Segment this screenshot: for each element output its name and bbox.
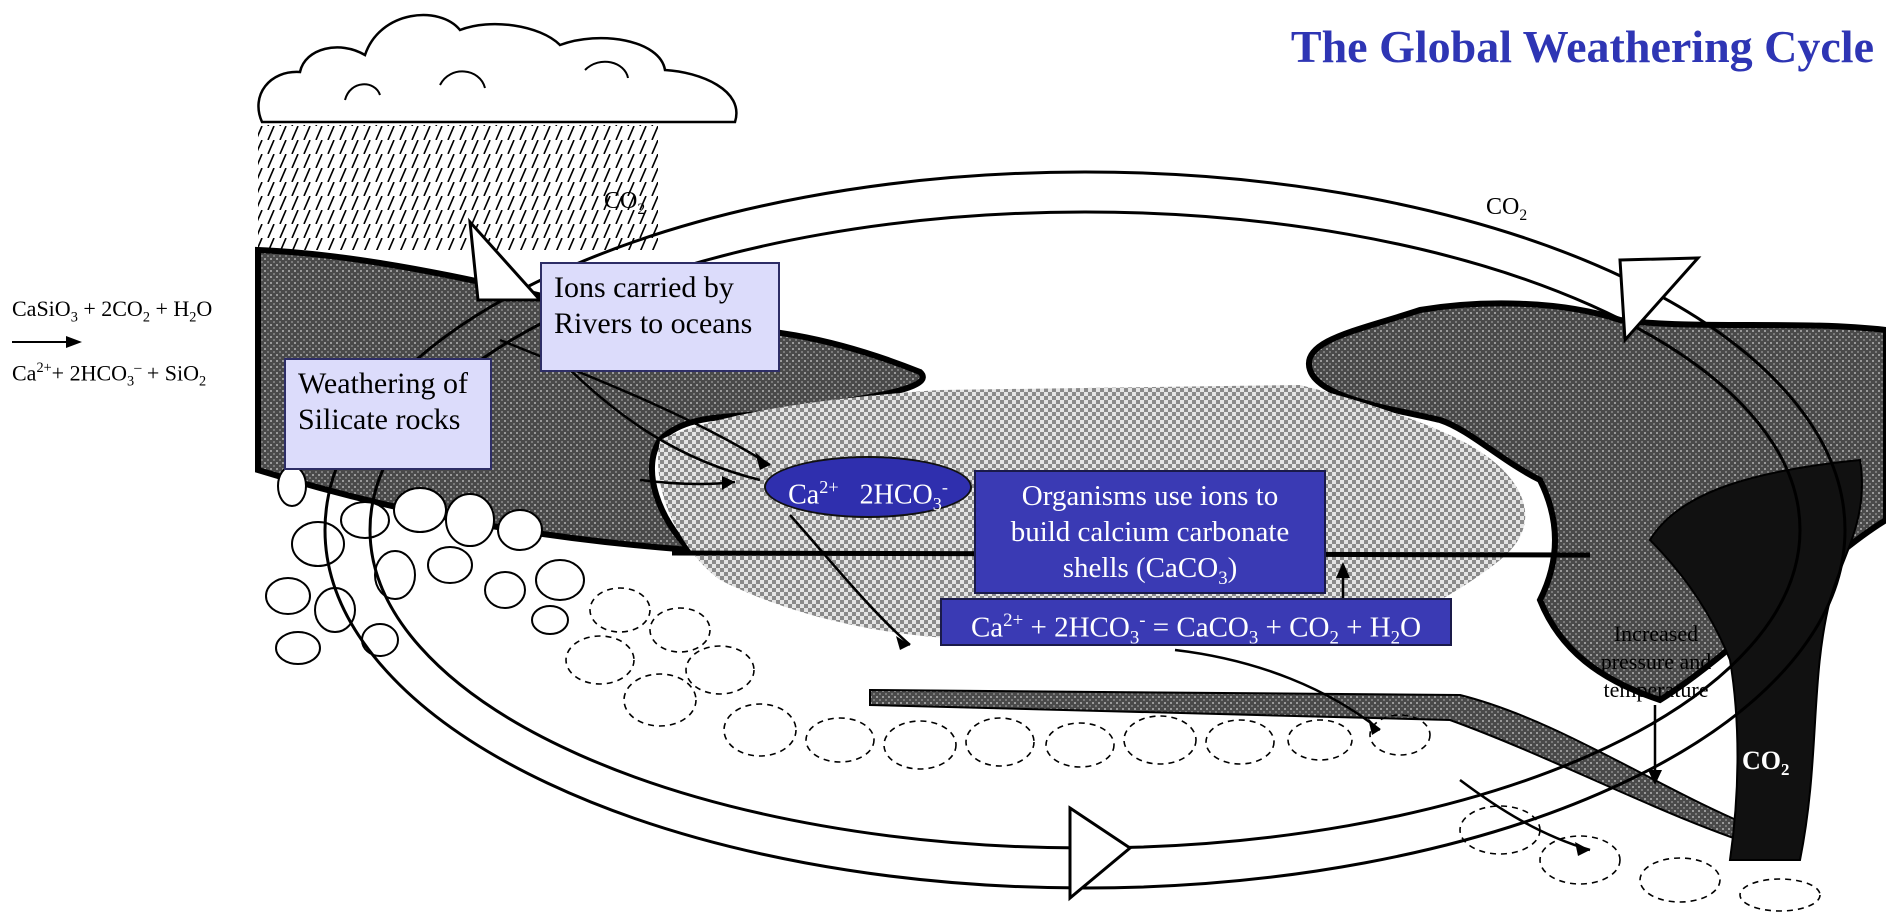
cycle-ring-outer: [323, 170, 1847, 890]
page-title: The Global Weathering Cycle: [1290, 21, 1874, 72]
rx-sub: 3: [1129, 627, 1140, 649]
silicate-equation-products: Ca2++ 2HCO3– + SiO2: [12, 360, 206, 391]
ion-sup: -: [941, 477, 948, 497]
eq-sub: 2: [142, 309, 150, 326]
rx-text: Ca: [970, 611, 1004, 644]
eq-sub: 2: [189, 309, 197, 326]
weathering-box: Weathering of Silicate rocks: [284, 358, 492, 470]
box-line: shells (CaCO3): [976, 550, 1324, 597]
box-line: Organisms use ions to: [1021, 480, 1279, 512]
box-line: build calcium carbonate: [1010, 516, 1290, 548]
rivers-box: Ions carried by Rivers to oceans: [540, 262, 780, 372]
reaction-box: Ca2+ + 2HCO3- = CaCO3 + CO2 + H2O: [940, 598, 1452, 649]
cycle-arrow-bottom: [1068, 805, 1133, 902]
box-text: shells (CaCO: [1062, 552, 1219, 584]
co2-sub: 2: [637, 200, 646, 218]
pressure-temperature-label: Increased pressure and temperature: [1586, 620, 1726, 704]
label-line: pressure and: [1600, 649, 1712, 674]
eq-sub: 2: [199, 373, 207, 390]
equation-arrowhead: [66, 336, 82, 348]
eq-sub: 3: [127, 373, 135, 390]
box-text: ): [1227, 552, 1238, 584]
rx-text: = CaCO: [1145, 611, 1249, 644]
ion-sub: 3: [932, 493, 942, 514]
rx-sub: 2: [1329, 627, 1339, 649]
cycle-arrow-upper-left: [468, 217, 544, 302]
box-line: Weathering of: [298, 367, 469, 400]
rx-text: + 2HCO: [1023, 611, 1130, 644]
cloud-detail: [344, 83, 381, 101]
eq-text: + 2HCO: [51, 360, 128, 386]
co2-text: CO: [604, 188, 638, 214]
ion-text: Ca: [788, 479, 820, 511]
cloud-detail: [439, 70, 486, 89]
cloud: [257, 13, 738, 124]
eq-text: CaSiO: [12, 296, 71, 321]
rx-text: + CO: [1258, 611, 1330, 644]
flow-arrowheads: [722, 452, 1662, 856]
sediment-rocks: [565, 587, 1821, 912]
co2-label-right: CO2: [1486, 194, 1527, 225]
cycle-arrow-upper-right: [1618, 256, 1702, 344]
rx-sub: 2: [1390, 627, 1401, 649]
eq-text: Ca: [12, 360, 37, 386]
rx-text: O: [1400, 611, 1422, 644]
eq-sup: 2+: [36, 360, 52, 376]
eq-sup: –: [134, 360, 142, 376]
box-sub: 3: [1218, 567, 1228, 589]
label-line: temperature: [1603, 677, 1709, 702]
eq-text: O: [196, 296, 213, 321]
co2-sub: 2: [1519, 206, 1528, 224]
box-line: Silicate rocks: [298, 403, 461, 436]
boulders: [265, 465, 585, 665]
rx-sup: 2+: [1003, 610, 1024, 631]
silicate-equation-reactants: CaSiO3 + 2CO2 + H2O: [12, 296, 212, 326]
rain: [258, 125, 658, 250]
co2-label-left: CO2: [604, 188, 645, 219]
box-line: Ions carried by: [554, 271, 734, 304]
organisms-box: Organisms use ions to build calcium carb…: [974, 470, 1326, 594]
co2-label-volcano: CO2: [1742, 746, 1789, 780]
rx-text: + H: [1338, 611, 1391, 644]
co2-text: CO: [1742, 746, 1781, 775]
volcano: [1648, 458, 1863, 861]
ion-sup: 2+: [819, 477, 839, 497]
eq-text: + H: [149, 296, 190, 321]
eq-text: + SiO: [141, 360, 199, 386]
flow-arrows: [499, 338, 1657, 852]
co2-sub: 2: [1781, 760, 1790, 780]
sediment-slab: [869, 688, 1772, 852]
rx-sub: 3: [1248, 627, 1259, 649]
rx-sup: -: [1139, 610, 1146, 631]
box-line: Rivers to oceans: [554, 307, 753, 340]
ions-ellipse: Ca2+ 2HCO3-: [764, 456, 972, 518]
co2-text: CO: [1486, 194, 1520, 220]
eq-text: + 2CO: [77, 296, 143, 321]
eq-sub: 3: [70, 309, 78, 326]
label-line: Increased: [1613, 621, 1699, 646]
ion-text: 2HCO: [859, 479, 933, 511]
cloud-detail: [584, 60, 629, 79]
